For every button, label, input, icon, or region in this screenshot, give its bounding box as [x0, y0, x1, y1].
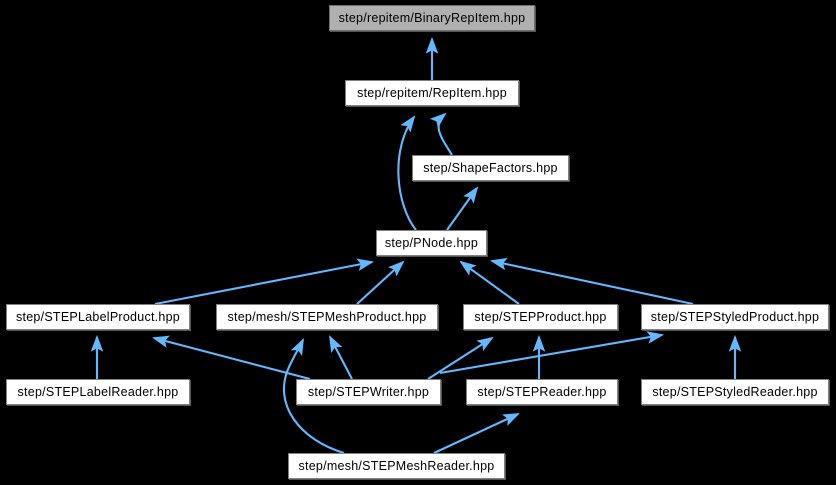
- node-binaryrepitem[interactable]: step/repitem/BinaryRepItem.hpp: [329, 5, 535, 31]
- node-stepproduct[interactable]: step/STEPProduct.hpp: [463, 304, 618, 330]
- node-stepstyledreader[interactable]: step/STEPStyledReader.hpp: [641, 379, 829, 405]
- edge-stepwriter-to-styledproduct: [439, 331, 665, 375]
- node-label: step/repitem/RepItem.hpp: [357, 85, 507, 100]
- edge-stepwriter-to-stepproduct: [427, 336, 494, 380]
- node-label: step/STEPStyledProduct.hpp: [650, 309, 820, 324]
- node-label: step/PNode.hpp: [384, 235, 479, 250]
- node-stepwriter[interactable]: step/STEPWriter.hpp: [296, 379, 441, 405]
- node-stepreader[interactable]: step/STEPReader.hpp: [466, 379, 618, 405]
- edge-pnode-to-shapefactors: [446, 186, 479, 231]
- node-stepstyledproduct[interactable]: step/STEPStyledProduct.hpp: [641, 304, 829, 330]
- node-label: step/STEPLabelReader.hpp: [17, 384, 179, 399]
- edge-stepwriter-to-labelproduct: [151, 335, 311, 381]
- edge-stepwriter-to-meshproduct: [329, 335, 353, 380]
- node-label: step/ShapeFactors.hpp: [423, 160, 558, 175]
- node-steplabelreader[interactable]: step/STEPLabelReader.hpp: [6, 379, 190, 405]
- node-pnode[interactable]: step/PNode.hpp: [376, 230, 487, 256]
- node-label: step/mesh/STEPMeshProduct.hpp: [227, 309, 427, 324]
- node-repitem[interactable]: step/repitem/RepItem.hpp: [345, 80, 519, 106]
- edge-meshreader-to-meshproduct: [283, 338, 345, 455]
- edge-labelproduct-to-pnode: [154, 258, 375, 306]
- node-label: step/STEPLabelProduct.hpp: [16, 309, 180, 324]
- edge-meshproduct-to-pnode: [356, 260, 405, 305]
- node-stepmeshproduct[interactable]: step/mesh/STEPMeshProduct.hpp: [216, 304, 438, 330]
- edge-stepproduct-to-pnode: [459, 260, 520, 305]
- node-label: step/repitem/BinaryRepItem.hpp: [338, 10, 526, 25]
- node-label: step/mesh/STEPMeshReader.hpp: [298, 458, 495, 473]
- node-steplabelproduct[interactable]: step/STEPLabelProduct.hpp: [6, 304, 190, 330]
- node-label: step/STEPStyledReader.hpp: [652, 384, 818, 399]
- node-shapefactors[interactable]: step/ShapeFactors.hpp: [412, 155, 569, 181]
- edge-styledproduct-to-pnode: [489, 257, 694, 306]
- edge-pnode-to-repitem: [397, 115, 417, 231]
- node-label: step/STEPProduct.hpp: [474, 309, 607, 324]
- edge-shapefactors-to-repitem: [429, 112, 453, 156]
- node-label: step/STEPWriter.hpp: [307, 384, 430, 399]
- edge-meshreader-to-stepreader: [433, 413, 520, 454]
- node-label: step/STEPReader.hpp: [477, 384, 607, 399]
- node-stepmeshreader[interactable]: step/mesh/STEPMeshReader.hpp: [288, 453, 505, 479]
